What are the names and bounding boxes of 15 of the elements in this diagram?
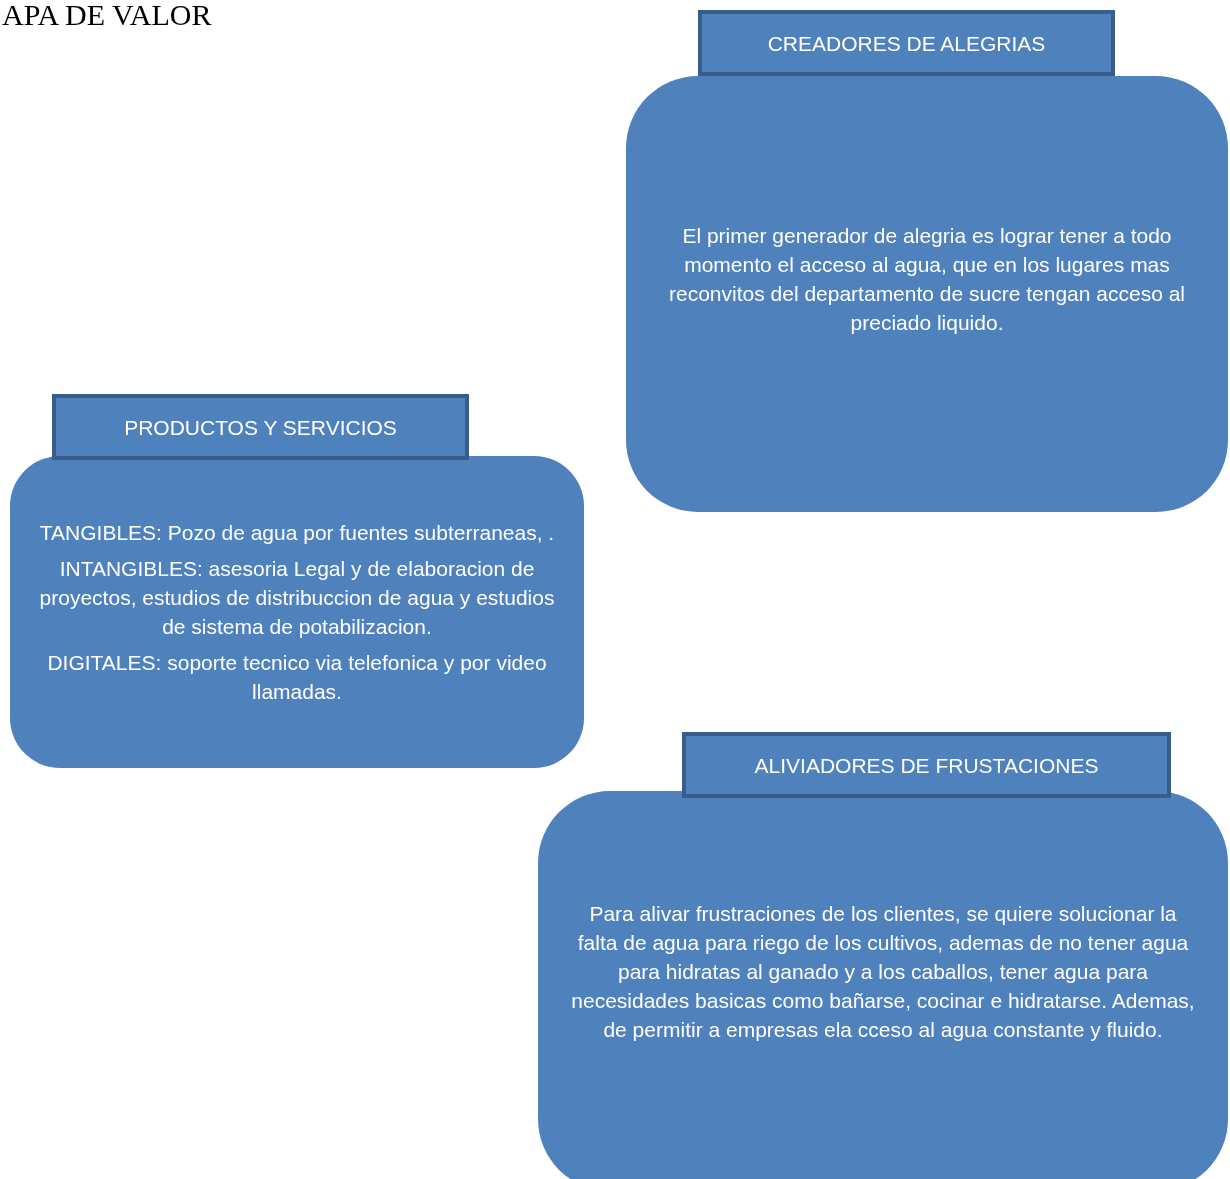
paragraph: El primer generador de alegria es lograr tener a todo momento el acceso al agua, que en los lugares mas reconvitos del departamento de sucre tengan acceso al preciado liquido. — [668, 223, 1186, 336]
paragraph: DIGITALES: soporte tecnico via telefonica y por video llamadas. — [46, 650, 548, 705]
rounded-box — [10, 456, 584, 768]
heading-box — [698, 10, 1115, 76]
heading: PRODUCTOS Y SERVICIOS — [124, 414, 397, 441]
heading-box — [52, 394, 469, 460]
heading: CREADORES DE ALEGRIAS — [767, 30, 1046, 57]
rounded-box — [538, 791, 1228, 1179]
rounded-box — [626, 76, 1228, 512]
paragraph: TANGIBLES: Pozo de agua por fuentes subterraneas, . — [39, 520, 555, 546]
heading-box — [682, 732, 1171, 798]
paragraph: INTANGIBLES: asesoria Legal y de elaboracion de proyectos, estudios de distribuccion de agua y estudios de sistema de potabilizacion. — [38, 556, 556, 640]
heading: ALIVIADORES DE FRUSTACIONES — [754, 752, 1099, 779]
paragraph: Para alivar frustraciones de los clientes, se quiere solucionar la falta de agua para riego de los cultivos, ademas de no tener agua para hidratas al ganado y a los caballos, tener agua para necesidades basicas como bañarse, cocinar e hidratarse. Ademas, de permitir a empresas ela cceso al agua constante y fluido. — [570, 900, 1196, 1043]
title: APA DE VALOR — [2, 0, 212, 32]
